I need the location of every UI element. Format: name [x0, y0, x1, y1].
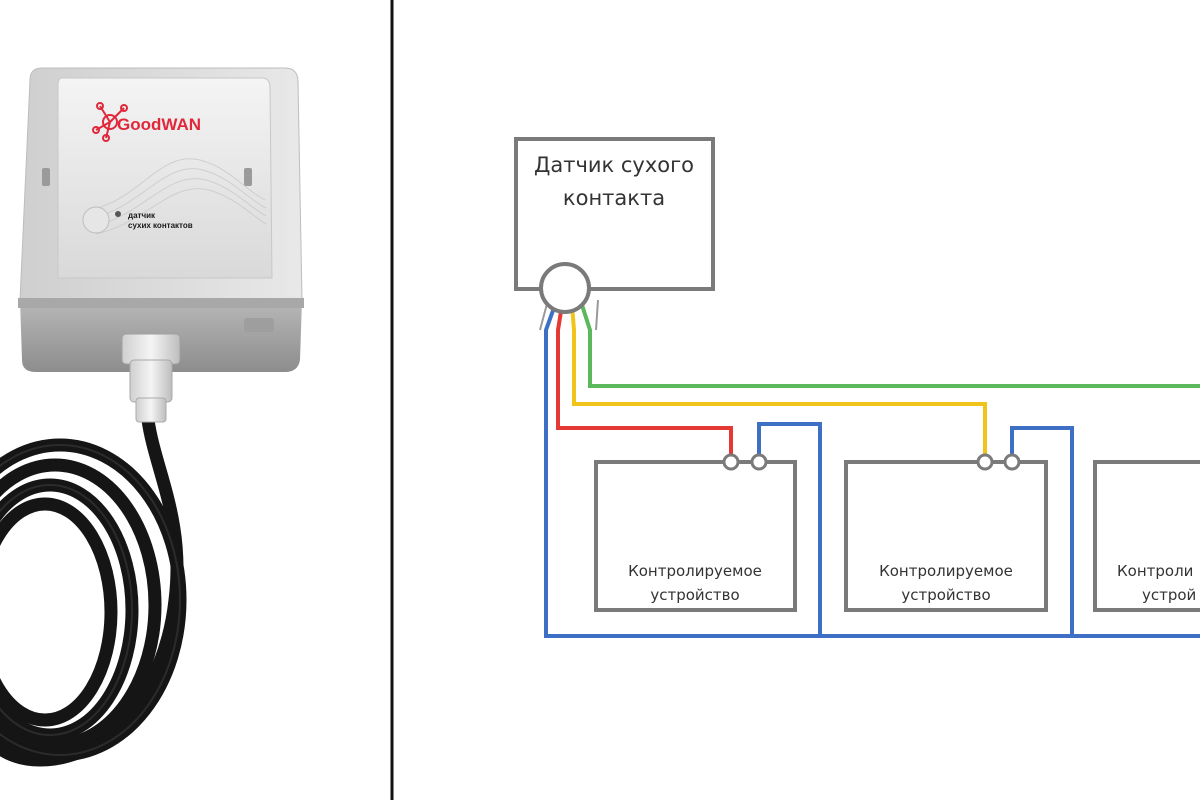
sensor-label-line1: Датчик сухого — [534, 153, 694, 177]
device-1-terminal-1 — [722, 453, 740, 471]
led-indicator — [82, 206, 110, 234]
product-photo: GoodWAN датчик сухих контактов — [0, 67, 304, 767]
wire-red — [556, 304, 733, 462]
wire-green — [580, 304, 1200, 388]
goodwan-logo: GoodWAN — [92, 102, 201, 142]
device-3-label-line1: Контроли — [1117, 562, 1193, 580]
device-2-label-line2: устройство — [901, 586, 990, 604]
logo-text: GoodWAN — [117, 115, 201, 134]
controlled-device-3: Контроли устрой — [1093, 460, 1200, 612]
wire-yellow — [570, 304, 987, 462]
sensor-connector — [539, 262, 591, 314]
logo-mark-icon — [92, 102, 128, 142]
device-2-terminal-2 — [1003, 453, 1021, 471]
device-1-label-line2: устройство — [650, 586, 739, 604]
cable-gland — [121, 333, 181, 423]
sensor-enclosure — [18, 67, 304, 372]
device-2-terminal-1 — [976, 453, 994, 471]
sensor-box — [514, 137, 715, 291]
device-1-terminal-2 — [750, 453, 768, 471]
product-label-line2: сухих контактов — [128, 221, 193, 230]
controlled-device-1: Контролируемое устройство — [594, 453, 797, 612]
device-3-label-line2: устрой — [1142, 586, 1196, 604]
cable-coil — [0, 413, 187, 767]
sensor-label-line2: контакта — [563, 186, 665, 210]
device-2-label-line1: Контролируемое — [879, 562, 1013, 580]
wire-blue — [544, 304, 1200, 638]
device-1-label-line1: Контролируемое — [628, 562, 762, 580]
controlled-device-2: Контролируемое устройство — [844, 453, 1048, 612]
product-label-line1: датчик — [128, 211, 156, 220]
wiring-diagram: Датчик сухого контакта Контролируемое ус… — [514, 137, 1200, 638]
